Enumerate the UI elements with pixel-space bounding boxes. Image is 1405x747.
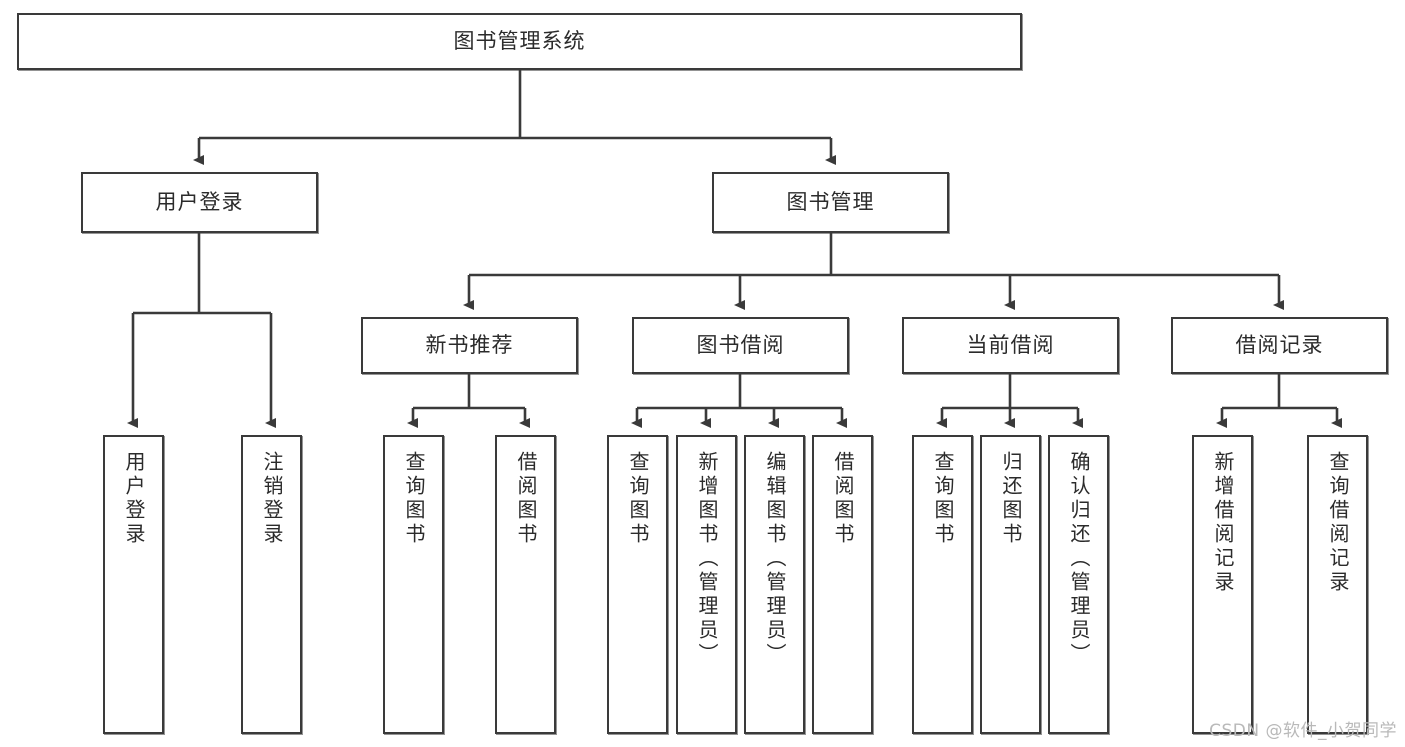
node-leaf-add-record-label: 新增借阅记录 xyxy=(1211,451,1235,595)
node-leaf-query-record-label: 查询借阅记录 xyxy=(1326,451,1350,595)
node-leaf-user-login-label: 用户登录 xyxy=(122,451,146,547)
node-root-label: 图书管理系统 xyxy=(453,28,586,53)
node-leaf-return-book[interactable]: 归还图书 xyxy=(980,435,1041,734)
node-current-borrow[interactable]: 当前借阅 xyxy=(902,317,1119,374)
node-current-borrow-label: 当前借阅 xyxy=(966,332,1055,357)
node-book-borrow-label: 图书借阅 xyxy=(696,332,785,357)
node-book-management[interactable]: 图书管理 xyxy=(712,172,949,233)
node-leaf-edit-book-label: 编辑图书（管理员） xyxy=(763,451,787,667)
node-leaf-confirm-return[interactable]: 确认归还（管理员） xyxy=(1048,435,1109,734)
node-leaf-add-book[interactable]: 新增图书（管理员） xyxy=(676,435,737,734)
watermark: CSDN @软件_小贺同学 xyxy=(1209,721,1397,741)
node-leaf-query-book-1[interactable]: 查询图书 xyxy=(383,435,444,734)
node-leaf-logout[interactable]: 注销登录 xyxy=(241,435,302,734)
node-leaf-edit-book[interactable]: 编辑图书（管理员） xyxy=(744,435,805,734)
node-new-book-recommend-label: 新书推荐 xyxy=(425,332,514,357)
node-user-login-label: 用户登录 xyxy=(155,189,244,214)
node-leaf-query-book-3[interactable]: 查询图书 xyxy=(912,435,973,734)
node-leaf-query-book-3-label: 查询图书 xyxy=(931,451,955,547)
node-leaf-query-record[interactable]: 查询借阅记录 xyxy=(1307,435,1368,734)
node-leaf-query-book-1-label: 查询图书 xyxy=(402,451,426,547)
node-user-login[interactable]: 用户登录 xyxy=(81,172,318,233)
node-leaf-return-book-label: 归还图书 xyxy=(999,451,1023,547)
node-leaf-confirm-return-label: 确认归还（管理员） xyxy=(1067,451,1091,667)
node-borrow-record[interactable]: 借阅记录 xyxy=(1171,317,1388,374)
node-leaf-logout-label: 注销登录 xyxy=(260,451,284,547)
node-book-management-label: 图书管理 xyxy=(786,189,875,214)
node-leaf-add-record[interactable]: 新增借阅记录 xyxy=(1192,435,1253,734)
node-leaf-borrow-book-1-label: 借阅图书 xyxy=(514,451,538,547)
node-leaf-add-book-label: 新增图书（管理员） xyxy=(695,451,719,667)
node-book-borrow[interactable]: 图书借阅 xyxy=(632,317,849,374)
node-leaf-query-book-2-label: 查询图书 xyxy=(626,451,650,547)
node-new-book-recommend[interactable]: 新书推荐 xyxy=(361,317,578,374)
node-leaf-user-login[interactable]: 用户登录 xyxy=(103,435,164,734)
node-leaf-query-book-2[interactable]: 查询图书 xyxy=(607,435,668,734)
node-borrow-record-label: 借阅记录 xyxy=(1235,332,1324,357)
node-leaf-borrow-book-2[interactable]: 借阅图书 xyxy=(812,435,873,734)
node-leaf-borrow-book-1[interactable]: 借阅图书 xyxy=(495,435,556,734)
node-leaf-borrow-book-2-label: 借阅图书 xyxy=(831,451,855,547)
node-root[interactable]: 图书管理系统 xyxy=(17,13,1022,70)
